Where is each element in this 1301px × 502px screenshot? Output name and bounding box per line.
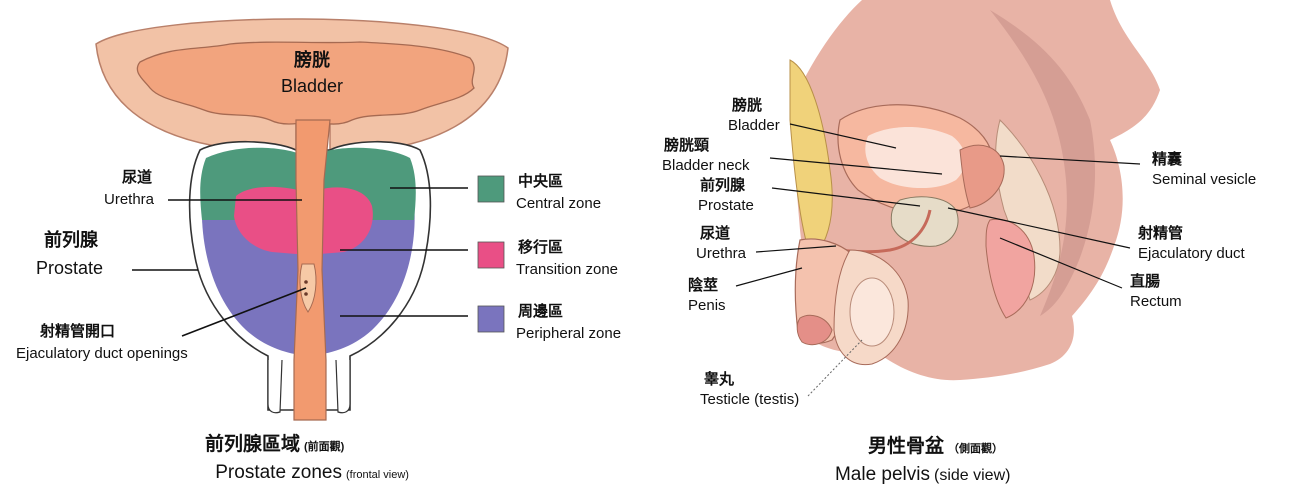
legend-peripheral-zh: 周邊區: [518, 302, 563, 320]
pelvis-prostate: [890, 196, 959, 247]
pelvis-glans: [796, 314, 833, 346]
prostate-label-en: Prostate: [36, 258, 103, 278]
right-caption-en: Male pelvis: [835, 464, 930, 485]
pelvis-prostate-en: Prostate: [698, 197, 754, 214]
pelvis-seminal-vesicle-en: Seminal vesicle: [1152, 171, 1256, 188]
pelvis-bladder-leader: [789, 123, 897, 149]
pelvis-ejaculatory-duct-zh: 射精管: [1137, 224, 1183, 242]
prostate-zones-diagram: 膀胱 Bladder 尿道 Urethra 前列腺 Prostate 射精管開口…: [16, 18, 621, 483]
pelvis-testicle-zh: 睾丸: [704, 370, 735, 388]
pelvis-bladder-lumen: [865, 127, 966, 189]
duct-openings-leader: [181, 287, 307, 337]
urethra-label-en: Urethra: [104, 191, 155, 208]
body-shading: [990, 10, 1096, 316]
pelvis-rectum-leader: [999, 237, 1123, 289]
pubic-region: [789, 59, 833, 261]
pelvis-ejaculatory-duct-leader: [947, 207, 1131, 249]
pelvis-bladder-en: Bladder: [728, 117, 780, 134]
duct-opening-dot: [304, 292, 308, 296]
pelvis-urethra-zh: 尿道: [700, 224, 730, 242]
pelvis-bladder-neck-zh: 膀胱頸: [664, 136, 710, 154]
pelvis-bladder-neck-leader: [769, 157, 943, 175]
pelvis-seminal-vesicle-zh: 精囊: [1152, 150, 1183, 168]
pelvis-prostate-zh: 前列腺: [700, 176, 746, 194]
pelvis-urethra-en: Urethra: [696, 245, 747, 262]
zone-legend: 中央區 Central zone 移行區 Transition zone 周邊區…: [477, 172, 621, 342]
legend-swatch-central: [477, 175, 505, 203]
urethra-wall-left: [267, 359, 283, 414]
pelvis-rectum: [985, 218, 1036, 319]
pelvis-rectum-zh: 直腸: [1130, 272, 1160, 290]
urethra-wall-right: [335, 359, 351, 414]
duct-openings-label-zh: 射精管開口: [39, 322, 115, 340]
pelvis-penis-zh: 陰莖: [688, 276, 718, 294]
legend-central-zh: 中央區: [518, 172, 563, 190]
pelvis-testicle-en: Testicle (testis): [700, 391, 799, 408]
pelvis-penis-leader: [735, 267, 803, 287]
verumontanum: [299, 263, 317, 313]
right-caption-zh: 男性骨盆: [868, 434, 945, 457]
left-caption-zh: 前列腺區域: [205, 432, 300, 455]
pelvis-urethra-leader: [755, 245, 837, 253]
left-caption-en: Prostate zones: [215, 462, 342, 483]
duct-openings-label-en: Ejaculatory duct openings: [16, 345, 188, 362]
pelvis-seminal-vesicle-leader: [999, 155, 1141, 165]
legend-swatch-transition: [477, 241, 505, 269]
pelvis-ejaculatory-duct-en: Ejaculatory duct: [1138, 245, 1246, 262]
prostate-label-zh: 前列腺: [44, 229, 99, 250]
legend-transition-en: Transition zone: [516, 261, 618, 278]
pelvis-bladder-zh: 膀胱: [732, 96, 762, 114]
right-caption-en-small: (side view): [934, 467, 1010, 484]
male-pelvis-diagram: 膀胱 Bladder 膀胱頸 Bladder neck 前列腺 Prostate…: [662, 0, 1256, 485]
legend-swatch-peripheral: [477, 305, 505, 333]
legend-central-en: Central zone: [516, 195, 601, 212]
left-caption-en-small: (frontal view): [346, 469, 409, 481]
pelvis-bladder-neck-en: Bladder neck: [662, 157, 750, 174]
pelvis-testis: [849, 277, 895, 347]
left-caption-zh-small: (前面觀): [304, 439, 345, 453]
urethra-label-zh: 尿道: [122, 168, 152, 186]
pelvis-prostate-leader: [771, 187, 921, 207]
pelvis-penis-en: Penis: [688, 297, 726, 314]
pelvis-rectum-en: Rectum: [1130, 293, 1182, 310]
pelvis-testicle-leader: [807, 339, 863, 397]
pelvis-seminal-vesicle: [959, 144, 1005, 209]
bladder-label-zh: 膀胱: [293, 49, 330, 70]
right-caption-zh-small: （側面觀）: [948, 441, 1003, 455]
legend-transition-zh: 移行區: [518, 238, 563, 256]
bladder-label-en: Bladder: [281, 76, 343, 96]
legend-peripheral-en: Peripheral zone: [516, 325, 621, 342]
duct-opening-dot: [304, 280, 308, 284]
bladder-lumen: [136, 41, 475, 125]
